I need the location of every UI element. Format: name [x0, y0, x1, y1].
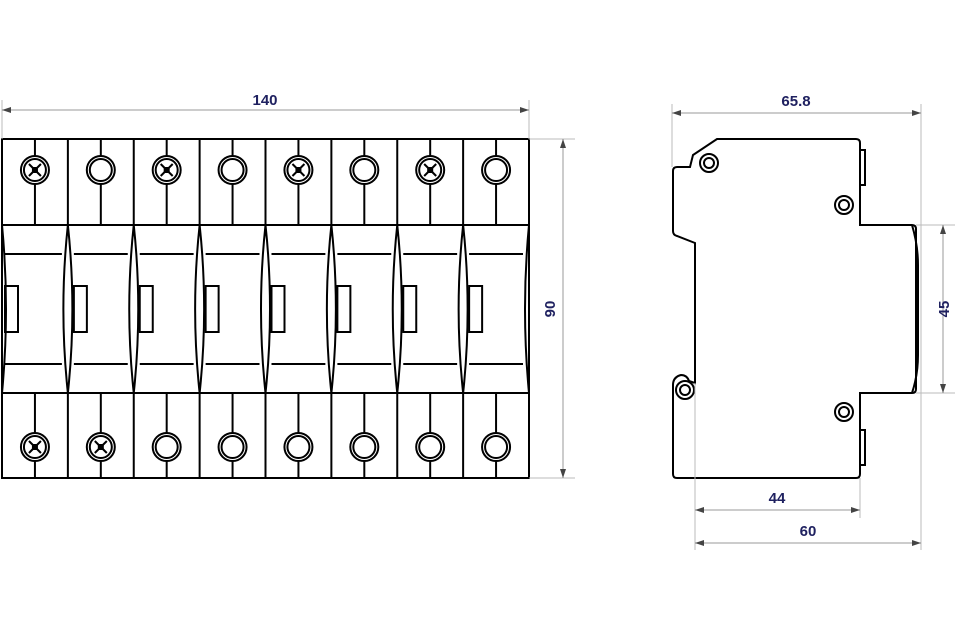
terminal-hole-icon	[217, 155, 248, 185]
module-separator	[260, 224, 271, 394]
side-view	[672, 138, 919, 479]
module-indicator	[72, 285, 88, 333]
side-dimensions: 65.8 45 44 60	[671, 93, 955, 550]
module-separator	[62, 224, 74, 394]
screw-terminal-icon	[19, 432, 50, 462]
module-separator	[457, 224, 469, 394]
terminal-hole-icon	[481, 155, 512, 185]
terminal-hole-icon	[151, 432, 182, 462]
terminal-hole-icon	[349, 432, 380, 462]
front-dimensions: 140 90	[1, 92, 575, 479]
module-separator	[391, 224, 403, 394]
screw-terminal-icon	[19, 155, 50, 185]
module-separator	[194, 224, 206, 394]
screw-terminal-icon	[85, 432, 116, 462]
front-view	[1, 138, 530, 479]
terminal-hole-icon	[481, 432, 512, 462]
terminal-hole-icon	[217, 432, 248, 462]
module-separator	[128, 224, 140, 394]
width-label: 140	[252, 92, 277, 109]
screw-terminal-icon	[283, 155, 314, 185]
side-screw-holes	[675, 153, 854, 422]
terminal-hole-icon	[349, 155, 380, 185]
terminal-hole-icon	[85, 155, 116, 185]
depth-label: 65.8	[781, 93, 810, 110]
module-separator	[325, 224, 337, 394]
rail-to-shoulder-label: 44	[769, 490, 786, 507]
terminal-hole-icon	[283, 432, 314, 462]
module-indicator	[138, 285, 154, 333]
module-indicator	[468, 285, 484, 333]
screw-terminal-icon	[151, 155, 182, 185]
module-indicator	[402, 285, 418, 333]
rail-to-front-label: 60	[800, 523, 817, 540]
module-indicator	[204, 285, 220, 333]
height-label: 90	[542, 301, 559, 318]
screw-terminal-icon	[415, 155, 446, 185]
module-indicator	[336, 285, 352, 333]
terminal-hole-icon	[415, 432, 446, 462]
module-indicator	[270, 285, 286, 333]
front-height-label: 45	[936, 301, 953, 318]
